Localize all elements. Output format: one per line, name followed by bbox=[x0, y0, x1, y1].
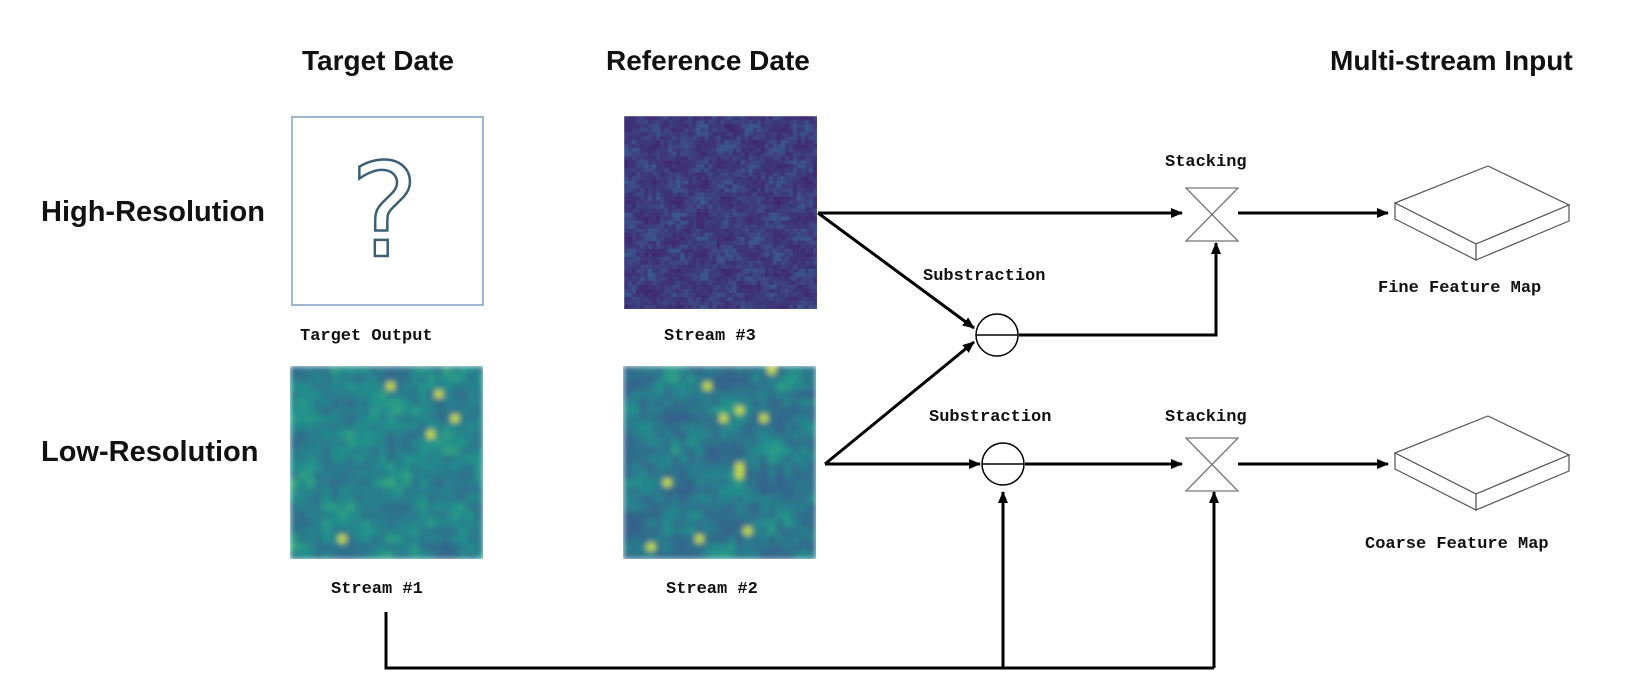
fine-feature-map-shape bbox=[1393, 165, 1571, 261]
label-subtraction-bottom: Substraction bbox=[929, 408, 1052, 427]
stacking-top-node bbox=[1184, 187, 1240, 242]
caption-stream-3: Stream #3 bbox=[664, 327, 756, 346]
label-coarse-feature-map: Coarse Feature Map bbox=[1365, 535, 1549, 554]
subtraction-bottom-node bbox=[981, 442, 1025, 486]
label-fine-feature-map: Fine Feature Map bbox=[1378, 279, 1542, 298]
label-subtraction-top: Substraction bbox=[923, 267, 1046, 286]
stream-3-image bbox=[624, 116, 817, 309]
arrow-subtraction-top-to-stacking-top bbox=[1019, 242, 1221, 337]
header-target-date: Target Date bbox=[302, 45, 454, 76]
label-stacking-top: Stacking bbox=[1165, 153, 1247, 172]
caption-stream-1: Stream #1 bbox=[331, 580, 423, 599]
stacking-bottom-node bbox=[1184, 437, 1240, 492]
stream-1-image bbox=[290, 366, 483, 559]
row-label-low-resolution: Low-Resolution bbox=[41, 436, 259, 468]
header-reference-date: Reference Date bbox=[606, 45, 810, 76]
stream-2-image bbox=[623, 366, 816, 559]
arrow-stream2-to-subtraction-top bbox=[824, 340, 975, 466]
row-label-high-resolution: High-Resolution bbox=[41, 196, 265, 228]
target-output-box bbox=[291, 116, 484, 306]
subtraction-top-node bbox=[975, 313, 1019, 357]
caption-stream-2: Stream #2 bbox=[666, 580, 758, 599]
question-mark-icon: ? bbox=[349, 135, 421, 287]
label-stacking-bottom: Stacking bbox=[1165, 408, 1247, 427]
arrow-stream3-to-subtraction-top bbox=[817, 211, 975, 330]
header-multi-stream-input: Multi-stream Input bbox=[1330, 45, 1573, 76]
line-stream1-feedback bbox=[384, 612, 1214, 670]
coarse-feature-map-shape bbox=[1393, 415, 1571, 511]
caption-target-output: Target Output bbox=[300, 327, 433, 346]
